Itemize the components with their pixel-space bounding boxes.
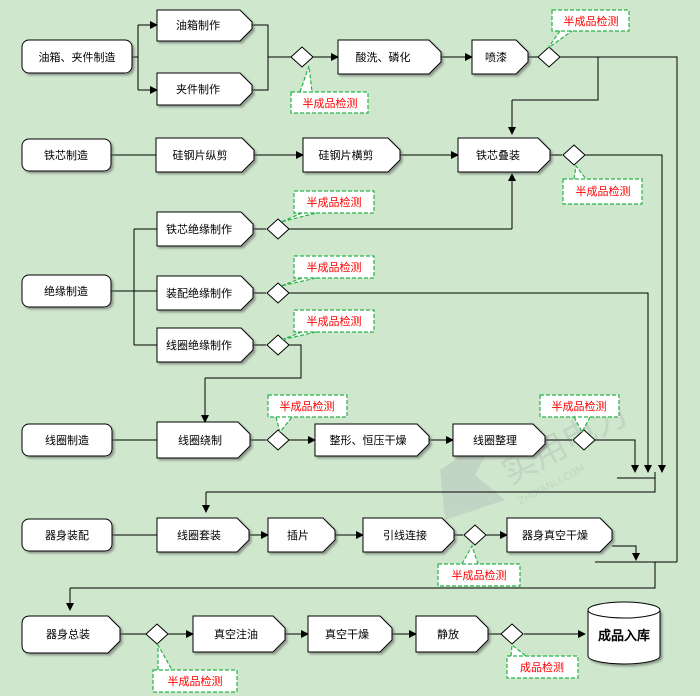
- svg-text:半成品检测: 半成品检测: [564, 14, 619, 28]
- svg-text:半成品检测: 半成品检测: [576, 184, 631, 198]
- process-fuel-tank-parts: 油箱、夹件制造: [21, 39, 133, 74]
- process-steel-cross-cut: 硅钢片横剪: [302, 137, 401, 173]
- svg-text:油箱制作: 油箱制作: [176, 18, 220, 32]
- process-insert-sheet: 插片: [267, 517, 336, 553]
- svg-text:线圈制造: 线圈制造: [45, 433, 89, 447]
- svg-text:插片: 插片: [287, 528, 309, 542]
- process-insulation-make: 绝缘制造: [21, 274, 112, 308]
- qc-callout-core-insulation: 半成品检测: [280, 190, 375, 223]
- process-shape-dry: 整形、恒压干燥: [314, 423, 430, 457]
- svg-text:硅钢片纵剪: 硅钢片纵剪: [173, 148, 228, 162]
- process-coil-winding: 线圈绕制: [156, 421, 251, 459]
- svg-text:铁芯制造: 铁芯制造: [44, 148, 88, 162]
- svg-text:绝缘制造: 绝缘制造: [44, 284, 88, 298]
- process-painting: 喷漆: [471, 39, 529, 75]
- svg-text:装配绝缘制作: 装配绝缘制作: [166, 286, 232, 300]
- svg-text:铁芯叠装: 铁芯叠装: [476, 148, 520, 162]
- inspection-diamond: [145, 623, 169, 645]
- svg-text:油箱、夹件制造: 油箱、夹件制造: [39, 50, 116, 64]
- svg-text:器身总装: 器身总装: [46, 627, 90, 641]
- process-vacuum-oil-fill: 真空注油: [192, 615, 286, 653]
- svg-text:线圈绕制: 线圈绕制: [178, 433, 222, 447]
- process-tank-make: 油箱制作: [156, 9, 253, 42]
- svg-text:静放: 静放: [437, 627, 459, 641]
- svg-text:半成品检测: 半成品检测: [168, 674, 223, 688]
- inspection-diamond: [500, 623, 524, 645]
- process-assembly-insulation: 装配绝缘制作: [156, 275, 254, 311]
- svg-text:半成品检测: 半成品检测: [307, 195, 362, 209]
- inspection-diamond: [290, 46, 314, 68]
- process-lead-connection: 引线连接: [362, 517, 455, 553]
- svg-text:半成品检测: 半成品检测: [303, 96, 358, 110]
- svg-text:线圈绝缘制作: 线圈绝缘制作: [166, 338, 232, 352]
- svg-text:硅钢片横剪: 硅钢片横剪: [319, 148, 374, 162]
- process-coil-trim: 线圈整理: [452, 423, 546, 457]
- svg-text:整形、恒压干燥: 整形、恒压干燥: [330, 433, 407, 447]
- svg-text:夹件制作: 夹件制作: [176, 83, 220, 96]
- process-core-insulation: 铁芯绝缘制作: [156, 211, 254, 247]
- svg-text:线圈套装: 线圈套装: [177, 528, 221, 542]
- process-coil-sleeving: 线圈套装: [156, 517, 250, 553]
- qc-callout-final-assembly: 半成品检测: [152, 642, 238, 693]
- qc-callout-coil-trim: 半成品检测: [539, 394, 620, 434]
- qc-callout-coil-insulation: 半成品检测: [280, 309, 375, 341]
- inspection-diamond: [266, 218, 290, 240]
- process-coil-make: 线圈制造: [21, 423, 113, 457]
- svg-text:喷漆: 喷漆: [485, 51, 507, 64]
- inspection-diamond: [463, 524, 487, 546]
- svg-text:半成品检测: 半成品检测: [307, 260, 362, 274]
- process-clamp-make: 夹件制作: [156, 72, 253, 106]
- qc-callout-core: 半成品检测: [562, 164, 643, 205]
- svg-text:真空干燥: 真空干燥: [325, 627, 369, 641]
- process-nodes: 油箱、夹件制造 铁芯制造 绝缘制造 线圈制造 器身装配 器身总装 油箱制作: [21, 9, 661, 665]
- qc-callout-coil-winding: 半成品检测: [267, 394, 348, 434]
- process-steel-slitting: 硅钢片纵剪: [155, 137, 255, 173]
- svg-text:铁芯绝缘制作: 铁芯绝缘制作: [166, 222, 232, 236]
- svg-text:成品入库: 成品入库: [598, 628, 650, 644]
- svg-text:半成品检测: 半成品检测: [552, 399, 607, 413]
- svg-text:线圈整理: 线圈整理: [473, 433, 517, 447]
- process-coil-insulation: 线圈绝缘制作: [156, 327, 254, 363]
- inspection-diamond: [537, 46, 561, 68]
- process-core-stacking: 铁芯叠装: [457, 137, 551, 173]
- process-body-vacuum-dry: 器身真空干燥: [506, 517, 613, 553]
- process-pickling: 酸洗、磷化: [337, 39, 442, 75]
- process-vacuum-dry: 真空干燥: [307, 615, 393, 653]
- inspection-diamond: [266, 429, 290, 451]
- qc-callout-painting: 半成品检测: [547, 9, 630, 49]
- svg-text:半成品检测: 半成品检测: [452, 568, 507, 582]
- svg-text:半成品检测: 半成品检测: [280, 399, 335, 413]
- svg-text:引线连接: 引线连接: [383, 528, 427, 542]
- process-core-make: 铁芯制造: [21, 138, 112, 172]
- svg-text:器身真空干燥: 器身真空干燥: [522, 528, 588, 542]
- connectors: [66, 21, 678, 638]
- qc-callouts: 半成品检测 半成品检测 半成品检测 半成品检测 半成品检测 半成品检测 半成品检…: [152, 9, 643, 693]
- qc-callout-final-product: 成品检测: [506, 643, 579, 679]
- svg-text:酸洗、磷化: 酸洗、磷化: [356, 50, 411, 64]
- qc-callout-lead-connection: 半成品检测: [437, 544, 521, 587]
- svg-text:器身装配: 器身装配: [45, 528, 89, 542]
- svg-text:真空注油: 真空注油: [214, 627, 258, 641]
- qc-callout-assembly-insulation: 半成品检测: [280, 255, 375, 287]
- inspection-diamond: [572, 429, 596, 451]
- finished-product-storage: 成品入库: [587, 601, 661, 665]
- process-final-assembly: 器身总装: [21, 615, 121, 654]
- inspection-diamond: [266, 334, 290, 356]
- inspection-points: [145, 46, 596, 645]
- process-body-assembly: 器身装配: [21, 518, 113, 552]
- process-rest: 静放: [415, 615, 489, 653]
- inspection-diamond: [266, 282, 290, 304]
- qc-callout-tank: 半成品检测: [290, 65, 369, 114]
- svg-text:半成品检测: 半成品检测: [307, 314, 362, 328]
- svg-text:成品检测: 成品检测: [520, 660, 564, 674]
- watermark-logo-icon: [440, 430, 505, 520]
- inspection-diamond: [562, 144, 586, 166]
